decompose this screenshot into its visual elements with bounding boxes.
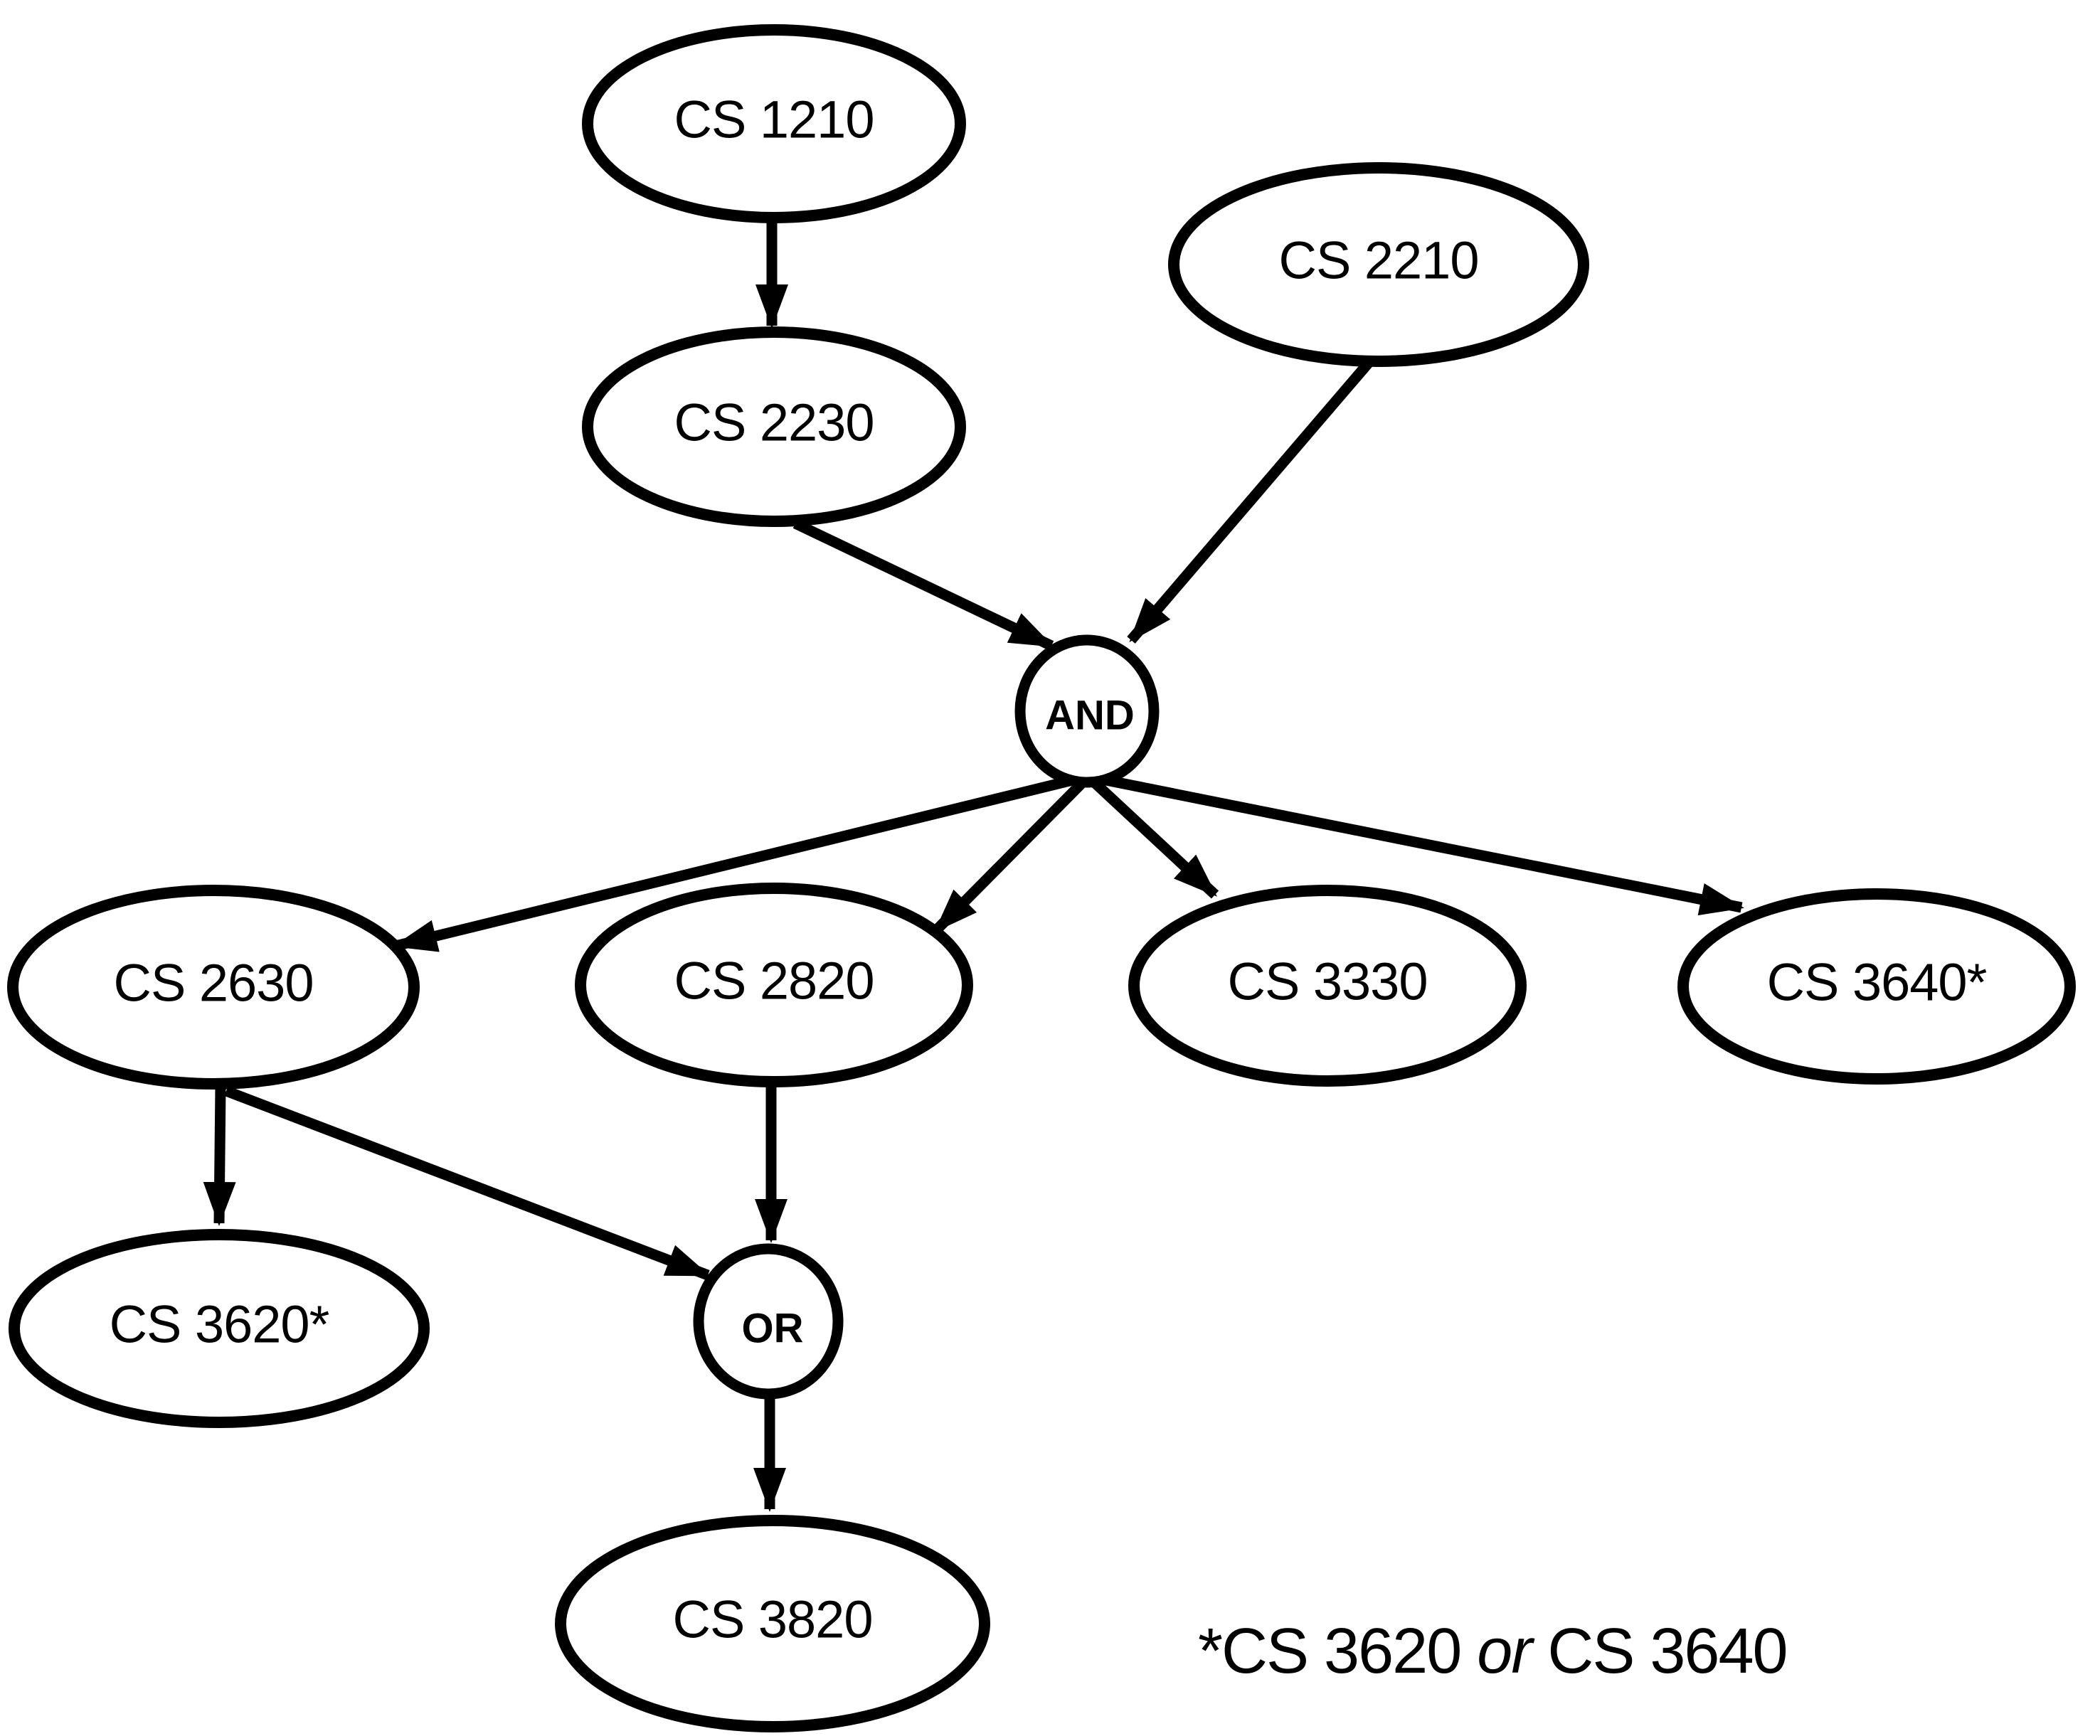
- cs-2630-ellipse: [7, 885, 420, 1090]
- edge-and-to-cs3330-arrow: [1088, 777, 1219, 899]
- node-cs-1210: CS 1210: [582, 24, 966, 223]
- or-gate-label: OR: [742, 1306, 804, 1352]
- cs-3640-label: CS 3640*: [1767, 953, 1987, 1012]
- node-cs-3820: CS 3820: [555, 1515, 990, 1732]
- cs-3330-ellipse: [1128, 885, 1527, 1087]
- cs-3620-label: CS 3620*: [110, 1295, 329, 1354]
- node-cs-2210: CS 2210: [1168, 162, 1589, 367]
- edge-and-to-cs2820-arrow: [932, 777, 1088, 934]
- edge-group: [203, 218, 1744, 1512]
- cs-3820-ellipse: [555, 1515, 990, 1732]
- and-gate-circle: [1014, 634, 1160, 788]
- cs-3820-label: CS 3820: [673, 1590, 873, 1649]
- gate-or: OR: [693, 1243, 844, 1400]
- node-cs-3640: CS 3640*: [1677, 888, 2076, 1085]
- node-cs-3330: CS 3330: [1128, 885, 1527, 1087]
- edge-cs2630-to-cs3620-arrow: [203, 1086, 236, 1226]
- edge-and-to-cs2630-arrow: [393, 772, 1083, 952]
- cs-2820-ellipse: [575, 883, 973, 1087]
- footnote-part3: CS 3640: [1531, 1616, 1786, 1687]
- node-cs-2820: CS 2820: [575, 883, 973, 1087]
- cs-1210-label: CS 1210: [674, 90, 874, 149]
- cs-3620-ellipse: [9, 1229, 430, 1428]
- cs-3330-label: CS 3330: [1228, 952, 1428, 1011]
- edge-cs2230-to-and-arrow: [792, 518, 1054, 651]
- edge-cs2210-to-and-arrow: [1127, 359, 1373, 644]
- cs-3640-ellipse: [1677, 888, 2076, 1085]
- footnote: *CS 3620 or CS 3640: [1198, 1616, 1787, 1687]
- node-cs-2630: CS 2630: [7, 885, 420, 1090]
- or-gate-circle: [693, 1243, 844, 1400]
- edge-cs2630-to-or-arrow: [224, 1085, 711, 1281]
- footnote-part1: *CS 3620: [1198, 1616, 1477, 1687]
- node-cs-3620: CS 3620*: [9, 1229, 430, 1428]
- edge-and-to-cs3640-arrow: [1094, 772, 1744, 916]
- cs-2230-ellipse: [582, 326, 966, 527]
- gate-and: AND: [1014, 634, 1160, 788]
- cs-2820-label: CS 2820: [674, 952, 874, 1011]
- node-cs-2230: CS 2230: [582, 326, 966, 527]
- cs-1210-ellipse: [582, 24, 966, 223]
- cs-2210-ellipse: [1168, 162, 1589, 367]
- cs-2210-label: CS 2210: [1279, 231, 1479, 290]
- footnote-or-italic: or: [1477, 1616, 1534, 1687]
- and-gate-label: AND: [1045, 693, 1135, 739]
- cs-2630-label: CS 2630: [114, 954, 314, 1013]
- cs-2230-label: CS 2230: [674, 393, 874, 452]
